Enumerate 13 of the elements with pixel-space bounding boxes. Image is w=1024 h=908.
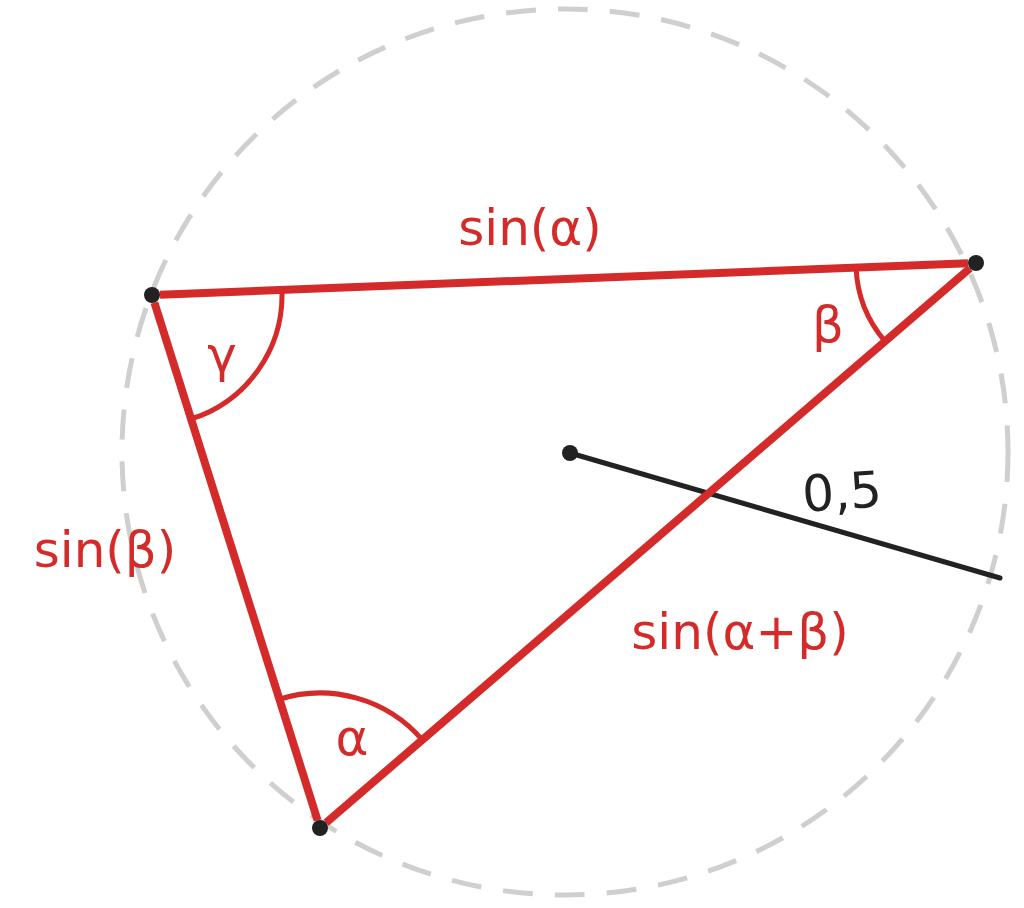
- radius-label: 0,5: [800, 464, 884, 520]
- angle-label: γ: [207, 330, 237, 380]
- vertex-dot: [312, 820, 328, 836]
- angle-label: α: [335, 713, 369, 763]
- edge-label: sin(α+β): [631, 607, 849, 657]
- triangle-side: [323, 265, 973, 826]
- edge-label: sin(α): [458, 203, 602, 253]
- angle-label: β: [812, 300, 844, 350]
- edge-label: sin(β): [33, 525, 177, 575]
- triangle-side: [159, 259, 969, 299]
- vertex-dot: [968, 255, 984, 271]
- triangle-side: [150, 301, 322, 822]
- vertex-dot: [144, 287, 160, 303]
